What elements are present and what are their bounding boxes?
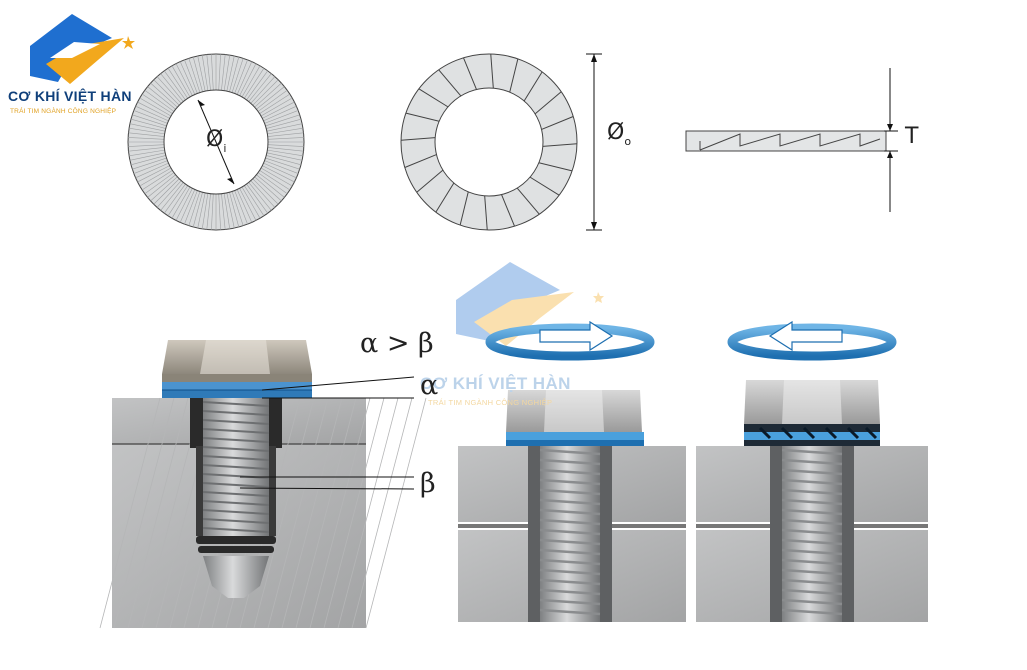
rotation-arrow-icon <box>727 320 897 361</box>
beta-leader-lines <box>239 476 415 490</box>
alpha-leader-lines <box>261 376 415 399</box>
washer-cam-face <box>400 53 578 231</box>
washer-side-view <box>685 130 887 152</box>
bolt-cross-section <box>99 340 427 629</box>
rotation-arrow-icon <box>485 320 655 361</box>
company-logo-icon <box>30 14 135 84</box>
logo-brand-name: CƠ KHÍ VIỆT HÀN <box>8 88 132 104</box>
thickness-label: T <box>905 124 919 149</box>
angle-comparison-label: α > β <box>360 328 434 359</box>
thickness-dimension <box>884 68 898 212</box>
watermark-brand: CƠ KHÍ VIỆT HÀN <box>420 374 571 393</box>
outer-diameter-label: Øo <box>607 120 632 148</box>
watermark-tagline: TRÁI TIM NGÀNH CÔNG NGHIỆP <box>428 398 553 407</box>
inner-diameter-label: Øi <box>206 127 227 155</box>
inner-diameter-dimension <box>197 99 235 185</box>
logo-tagline: TRÁI TIM NGÀNH CÔNG NGHIỆP <box>10 108 117 115</box>
assembly-loosening <box>696 380 928 622</box>
assembly-tightened <box>458 390 686 622</box>
outer-diameter-dimension <box>586 53 602 231</box>
alpha-label: α <box>420 370 439 401</box>
washer-serrated-face <box>127 53 305 231</box>
beta-label: β <box>420 468 436 499</box>
